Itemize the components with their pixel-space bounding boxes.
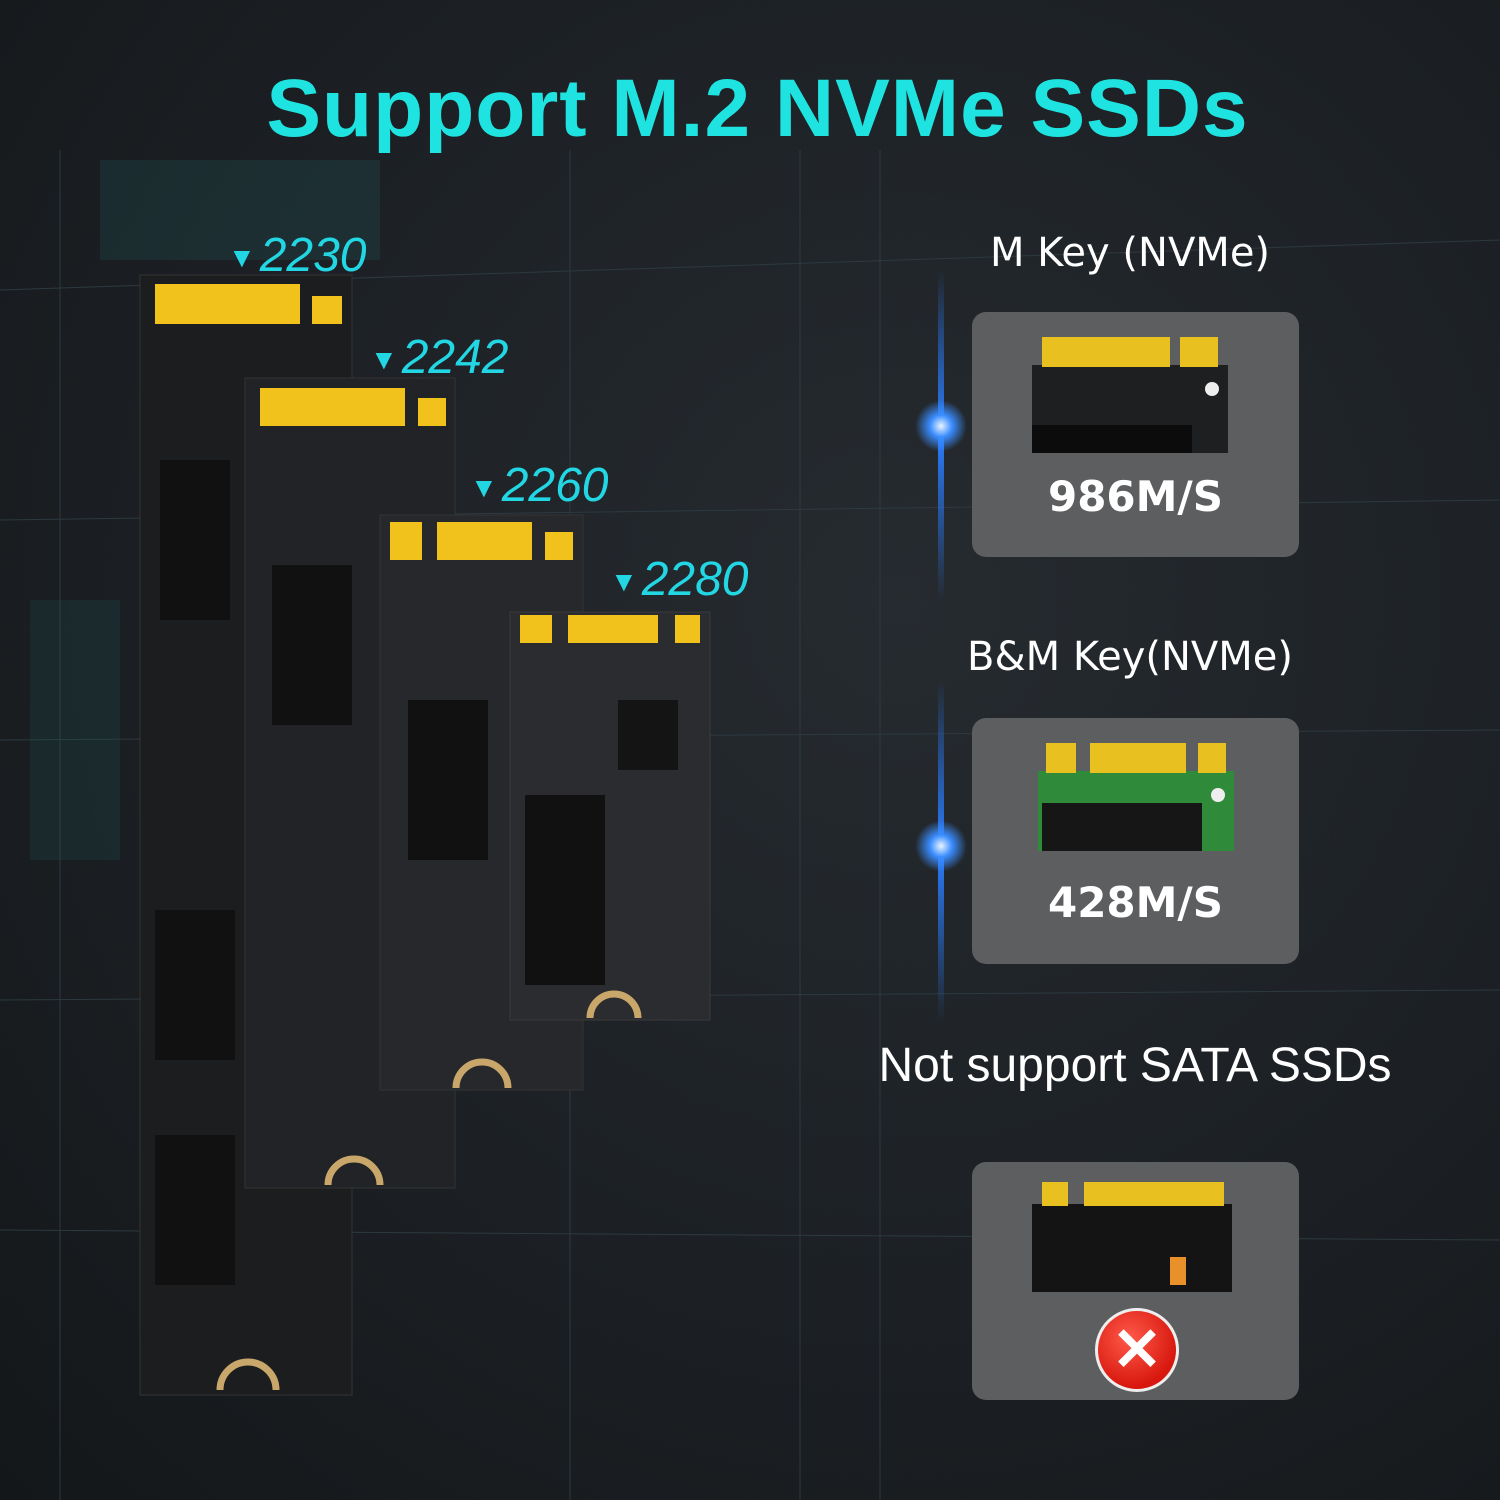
m-key-panel: 986M/S [972, 312, 1299, 557]
glow-dot [915, 400, 967, 452]
glow-dot [915, 820, 967, 872]
m-key-ssd-image [1032, 337, 1228, 453]
page-title: Support M.2 NVMe SSDs [266, 63, 1249, 154]
size-text: 2260 [501, 459, 609, 512]
size-label-2260: ▼2260 [470, 458, 609, 513]
x-icon: ✕ [1095, 1308, 1179, 1392]
bm-key-label: B&M Key(NVMe) [967, 634, 1293, 680]
triangle-down-icon: ▼ [370, 344, 398, 375]
size-label-2280: ▼2280 [610, 552, 749, 607]
triangle-down-icon: ▼ [610, 566, 638, 597]
m-key-speed: 986M/S [1047, 472, 1224, 521]
size-text: 2230 [259, 229, 367, 282]
size-text: 2280 [641, 553, 749, 606]
sata-ssd-image [1032, 1182, 1232, 1292]
m-key-label: M Key (NVMe) [989, 230, 1271, 276]
bm-key-panel: 428M/S [972, 718, 1299, 964]
bm-key-ssd-image [1038, 743, 1234, 851]
sata-not-supported-label: Not support SATA SSDs [878, 1039, 1392, 1092]
size-text: 2242 [401, 331, 509, 384]
triangle-down-icon: ▼ [470, 472, 498, 503]
ssd-illustration [139, 274, 711, 1396]
triangle-down-icon: ▼ [228, 242, 256, 273]
bm-key-speed: 428M/S [1047, 878, 1224, 927]
size-label-2242: ▼2242 [370, 330, 509, 385]
size-label-2230: ▼2230 [228, 228, 367, 283]
ssd-2280-card [509, 611, 711, 1021]
